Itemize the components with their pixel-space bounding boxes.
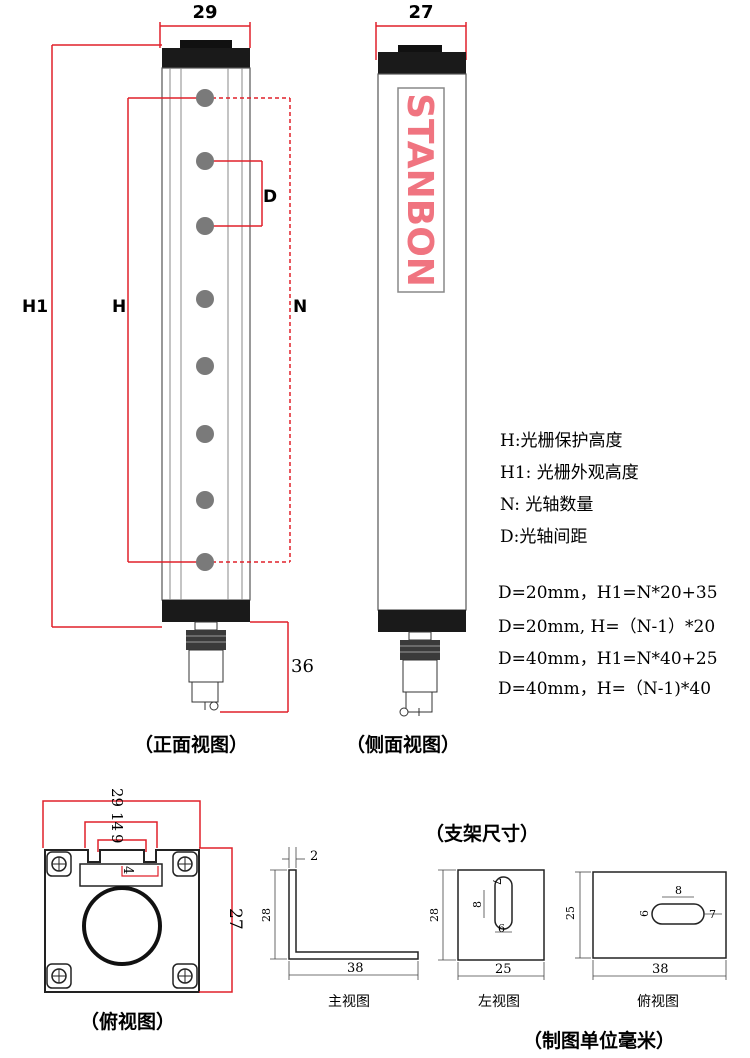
bracket-left-slot-top: 7 bbox=[490, 878, 503, 885]
legend-item-h1: H1: 光栅外观高度 bbox=[500, 463, 639, 483]
bracket-left-height-dim: 28 bbox=[428, 908, 441, 922]
top-view-caption: （俯视图） bbox=[80, 1010, 175, 1033]
top-dim-4: 4 bbox=[120, 866, 135, 874]
bracket-drawings: （支架尺寸） 2 28 38 主视图 28 bbox=[260, 822, 727, 1052]
h1-label: H1 bbox=[22, 297, 48, 317]
front-view-caption: （正面视图） bbox=[134, 733, 248, 756]
bracket-title: （支架尺寸） bbox=[425, 822, 539, 845]
connector-dim: 36 bbox=[291, 656, 314, 677]
optical-axis-dot bbox=[196, 290, 214, 308]
front-width-dim: 29 bbox=[192, 2, 217, 23]
bracket-top-slot-w: 6 bbox=[638, 910, 651, 917]
bracket-left-caption: 左视图 bbox=[478, 994, 520, 1010]
bracket-left-view: 28 8 7 6 25 左视图 bbox=[428, 869, 545, 1010]
optical-axis-dot bbox=[196, 491, 214, 509]
bracket-left-slot-w: 6 bbox=[498, 922, 505, 935]
bracket-thickness-dim: 2 bbox=[310, 849, 318, 864]
n-label: N bbox=[293, 297, 307, 317]
side-view-caption: （侧面视图） bbox=[346, 733, 460, 756]
optical-axis-dot bbox=[196, 217, 214, 235]
bracket-top-view: 25 8 6 7 38 俯视图 bbox=[564, 871, 727, 1010]
bracket-main-view: 2 28 38 主视图 bbox=[260, 847, 419, 1010]
side-view: 27 STANBON （侧面视图） bbox=[346, 2, 467, 756]
optical-axis-dot bbox=[196, 425, 214, 443]
optical-axis-dot bbox=[196, 553, 214, 571]
bracket-top-slot-side: 7 bbox=[709, 908, 716, 921]
side-width-dim: 27 bbox=[408, 2, 433, 23]
top-dim-27: 27 bbox=[225, 908, 245, 930]
bracket-top-height-dim: 25 bbox=[564, 906, 577, 920]
unit-note: （制图单位毫米） bbox=[523, 1029, 675, 1052]
formula-4: D=40mm，H=（N-1)*40 bbox=[498, 679, 711, 699]
bracket-top-width-dim: 38 bbox=[652, 962, 669, 977]
legend-item-d: D:光轴间距 bbox=[500, 527, 587, 547]
top-dim-29: 29 bbox=[108, 788, 126, 807]
formula-1: D=20mm，H1=N*20+35 bbox=[498, 583, 718, 603]
optical-axis-dot bbox=[196, 152, 214, 170]
top-dim-9: 9 bbox=[108, 834, 126, 844]
top-view: 29 14 9 4 27 （俯视图） bbox=[42, 788, 245, 1033]
legend-item-n: N: 光轴数量 bbox=[500, 495, 593, 515]
optical-axis-dot bbox=[196, 357, 214, 375]
bracket-left-width-dim: 25 bbox=[495, 962, 512, 977]
brand-name: STANBON bbox=[399, 93, 440, 287]
bracket-main-width-dim: 38 bbox=[347, 961, 364, 976]
bracket-top-caption: 俯视图 bbox=[637, 994, 679, 1010]
bracket-main-height-dim: 28 bbox=[260, 908, 273, 922]
optical-axis-dot bbox=[196, 89, 214, 107]
formulas: D=20mm，H1=N*20+35 D=20mm, H=（N-1）*20 D=4… bbox=[498, 583, 718, 699]
legend-item-h: H:光栅保护高度 bbox=[500, 431, 623, 451]
formula-3: D=40mm，H1=N*40+25 bbox=[498, 649, 718, 669]
h-label: H bbox=[112, 297, 126, 317]
bracket-main-caption: 主视图 bbox=[328, 994, 370, 1010]
legend: H:光栅保护高度 H1: 光栅外观高度 N: 光轴数量 D:光轴间距 bbox=[500, 431, 639, 547]
top-dim-14: 14 bbox=[108, 812, 126, 831]
bracket-top-slot-len: 8 bbox=[675, 884, 682, 897]
bracket-left-slot-len: 8 bbox=[471, 901, 484, 908]
front-view: 29 H1 H N bbox=[22, 2, 314, 756]
formula-2: D=20mm, H=（N-1）*20 bbox=[498, 617, 715, 637]
d-label: D bbox=[263, 187, 277, 207]
